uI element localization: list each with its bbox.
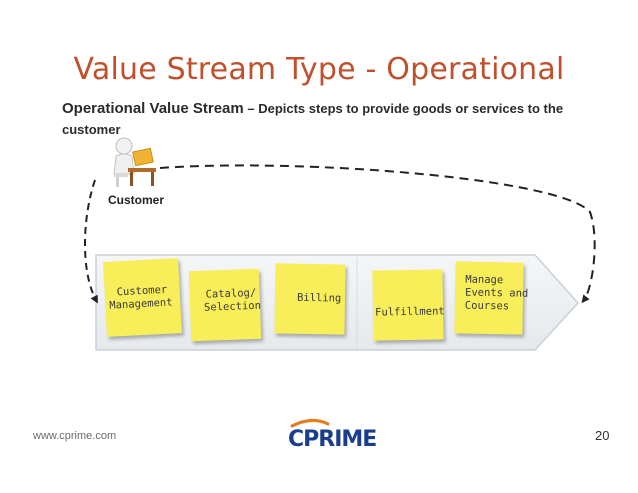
- slide-title: Value Stream Type - Operational: [73, 52, 565, 87]
- return-arrow-path: [159, 164, 596, 304]
- subtitle-lead: Operational Value Stream: [62, 100, 244, 117]
- page-number: 20: [595, 428, 610, 443]
- sticky-note-fulfillment: Fulfillment: [372, 269, 445, 341]
- sticky-note-catalog-selection: Catalog/ Selection: [188, 268, 262, 342]
- footer-url: www.cprime.com: [33, 430, 117, 442]
- customer-at-desk-icon: [113, 137, 156, 187]
- cprime-logo: CPRIME: [288, 419, 377, 452]
- customer-label: Customer: [108, 193, 165, 207]
- sticky-note-billing: Billing: [274, 263, 346, 335]
- sticky-note-manage-events: Manage Events and Courses: [454, 261, 528, 335]
- sticky-note-customer-management: Customer Management: [103, 258, 182, 337]
- slide-subtitle: Operational Value Stream – Depicts steps…: [62, 98, 582, 140]
- subtitle-description: – Depicts steps to provide goods or serv…: [62, 101, 564, 137]
- svg-text:CPRIME: CPRIME: [288, 427, 376, 452]
- customer-arrow-path: [84, 179, 98, 304]
